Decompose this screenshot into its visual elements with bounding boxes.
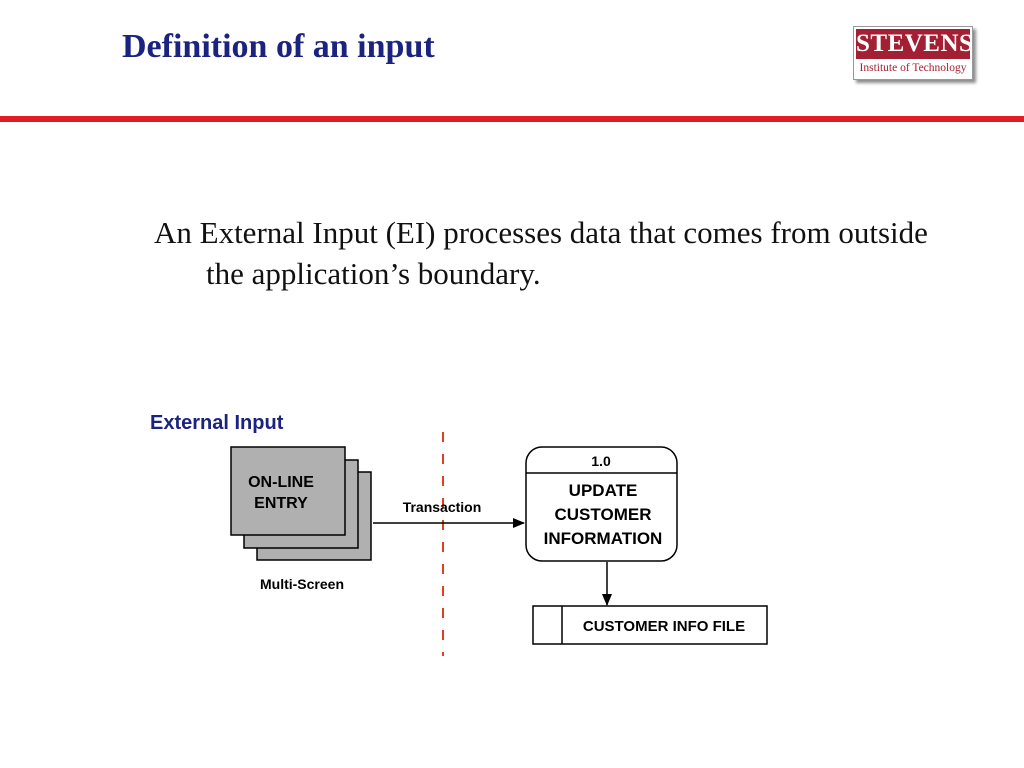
slide-title: Definition of an input	[122, 28, 435, 65]
logo-subtitle: Institute of Technology	[859, 62, 967, 74]
data-store-outline	[532, 605, 768, 645]
transaction-label: Transaction	[403, 499, 482, 515]
screen-caption: Multi-Screen	[260, 576, 344, 592]
process-outline	[525, 446, 678, 562]
multi-screen-stack: ON-LINE ENTRY	[230, 446, 372, 561]
screen-front	[230, 446, 346, 536]
screen-label-line2: ENTRY	[254, 495, 308, 512]
logo-name: STEVENS	[856, 29, 974, 59]
data-store: CUSTOMER INFO FILE	[532, 605, 768, 645]
process-label-line3: INFORMATION	[544, 529, 663, 548]
process-label-line1: UPDATE	[569, 481, 638, 500]
stevens-logo: STEVENS Institute of Technology	[853, 26, 973, 80]
diagram-label: External Input	[150, 412, 284, 434]
definition-text: An External Input (EI) processes data th…	[154, 215, 928, 291]
data-store-label: CUSTOMER INFO FILE	[583, 618, 745, 635]
screen-label-line1: ON-LINE	[248, 474, 314, 491]
process-label-line2: CUSTOMER	[555, 505, 652, 524]
header-rule	[0, 116, 1024, 122]
process-id: 1.0	[591, 453, 611, 469]
process-box: 1.0 UPDATE CUSTOMER INFORMATION	[525, 446, 678, 562]
